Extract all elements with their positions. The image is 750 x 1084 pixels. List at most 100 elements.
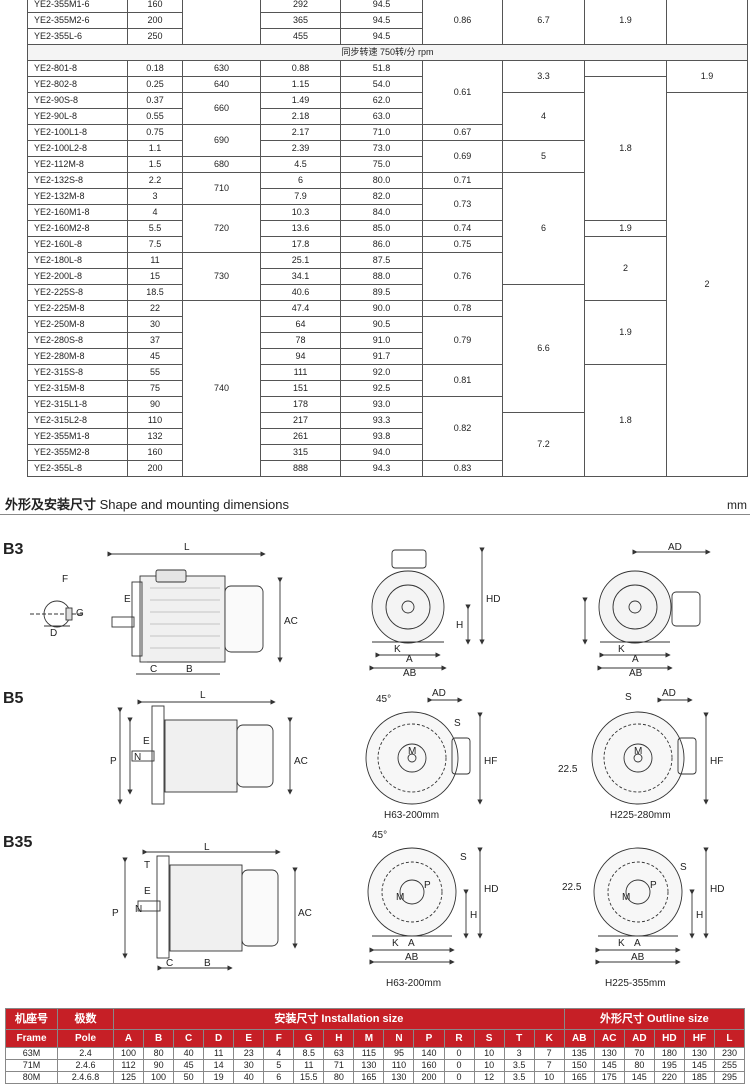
table-cell: 40 bbox=[233, 1071, 265, 1084]
flange-view-b5-left bbox=[365, 697, 483, 805]
dim-label: L bbox=[200, 690, 206, 701]
section-row: 同步转速 750转/分 rpm bbox=[27, 44, 748, 61]
table-cell: 0 bbox=[443, 1059, 475, 1072]
table-cell: 15 bbox=[127, 268, 183, 285]
table-cell: YE2-801-8 bbox=[27, 60, 128, 77]
dim-label: AC bbox=[298, 908, 312, 919]
table-cell: 195 bbox=[653, 1059, 685, 1072]
table-cell: 5 bbox=[502, 140, 585, 173]
table-cell: 55 bbox=[127, 364, 183, 381]
table-cell: 91.7 bbox=[340, 348, 423, 365]
table-cell: YE2-160L-8 bbox=[27, 236, 128, 253]
table-cell: YE2-90S-8 bbox=[27, 92, 128, 109]
table-cell: 185 bbox=[683, 1071, 715, 1084]
table-cell: 47.4 bbox=[260, 300, 341, 317]
table-cell: 62.0 bbox=[340, 92, 423, 109]
table-cell: 71 bbox=[323, 1059, 355, 1072]
dim-label: HD bbox=[484, 884, 498, 895]
table-cell: 93.3 bbox=[340, 412, 423, 429]
table-cell: A bbox=[112, 1029, 145, 1048]
dim-label: AD bbox=[662, 688, 676, 699]
dim-label: AB bbox=[403, 668, 417, 679]
table-cell: 18.5 bbox=[127, 284, 183, 301]
table-cell: 95 bbox=[383, 1047, 415, 1060]
table-cell: 84.0 bbox=[340, 204, 423, 221]
table-cell: 3.5 bbox=[503, 1071, 535, 1084]
table-cell: 6 bbox=[502, 172, 585, 285]
table-cell: 0.69 bbox=[422, 140, 503, 173]
mount-label-b3: B3 bbox=[3, 541, 24, 558]
dim-label: L bbox=[204, 842, 210, 853]
dim-label: D bbox=[50, 628, 57, 639]
table-cell: YE2-200L-8 bbox=[27, 268, 128, 285]
table-cell: 1.8 bbox=[584, 364, 667, 477]
table-cell: G bbox=[293, 1029, 325, 1048]
table-cell: 63 bbox=[323, 1047, 355, 1060]
table-cell: 7 bbox=[533, 1059, 565, 1072]
table-cell: 17.8 bbox=[260, 236, 341, 253]
dim-label: A bbox=[408, 938, 415, 949]
table-cell: 0.61 bbox=[422, 60, 503, 125]
table-cell: 292 bbox=[260, 0, 341, 13]
section-heading: 外形及安装尺寸 Shape and mounting dimensions bbox=[5, 497, 289, 512]
table-cell: 2 bbox=[666, 92, 748, 477]
table-cell: AC bbox=[593, 1029, 625, 1048]
table-cell: 100 bbox=[112, 1047, 145, 1060]
table-cell: 2.18 bbox=[260, 108, 341, 125]
table-cell: 200 bbox=[413, 1071, 445, 1084]
table-cell: 80 bbox=[323, 1071, 355, 1084]
table-cell: 7.9 bbox=[260, 188, 341, 205]
table-cell: 720 bbox=[182, 204, 261, 253]
mount-label-b35: B35 bbox=[3, 834, 33, 851]
table-cell: 3.5 bbox=[503, 1059, 535, 1072]
table-cell: 217 bbox=[260, 412, 341, 429]
table-cell: N bbox=[383, 1029, 415, 1048]
dim-label: L bbox=[184, 542, 190, 553]
table-cell: 10 bbox=[473, 1059, 505, 1072]
table-cell: 1.1 bbox=[127, 140, 183, 157]
table-cell: 151 bbox=[260, 380, 341, 397]
table-cell: 315 bbox=[260, 444, 341, 461]
table-cell: 710 bbox=[182, 172, 261, 205]
table-cell: YE2-180L-8 bbox=[27, 252, 128, 269]
table-cell: 同步转速 750转/分 rpm bbox=[27, 44, 748, 61]
table-cell: 160 bbox=[413, 1059, 445, 1072]
table-cell: 90 bbox=[127, 396, 183, 413]
table-cell: 93.0 bbox=[340, 396, 423, 413]
motor-side-view-b5 bbox=[117, 699, 293, 805]
table-cell: 40.6 bbox=[260, 284, 341, 301]
table-cell: 112 bbox=[112, 1059, 145, 1072]
dim-label: AB bbox=[405, 952, 419, 963]
dim-label: K bbox=[394, 644, 401, 655]
motor-front-view-b3-alt bbox=[582, 549, 711, 671]
table-cell: YE2-355M2-6 bbox=[27, 12, 128, 29]
table-cell: YE2-315L1-8 bbox=[27, 396, 128, 413]
table-cell: YE2-355M1-8 bbox=[27, 428, 128, 445]
table-cell: 11 bbox=[293, 1059, 325, 1072]
table-cell: YE2-250M-8 bbox=[27, 316, 128, 333]
table-cell: 54.0 bbox=[340, 76, 423, 93]
dim-label: 22.5 bbox=[558, 764, 578, 775]
table-cell: 630 bbox=[182, 60, 261, 77]
table-cell: 92.0 bbox=[340, 364, 423, 381]
table-cell: 130 bbox=[593, 1047, 625, 1060]
table-cell: YE2-160M2-8 bbox=[27, 220, 128, 237]
table-cell: 5.5 bbox=[127, 220, 183, 237]
unit-label: mm bbox=[727, 498, 747, 512]
dim-label: P bbox=[112, 908, 119, 919]
dim-label: B bbox=[186, 664, 193, 675]
table-cell: YE2-315M-8 bbox=[27, 380, 128, 397]
table-cell: 690 bbox=[182, 124, 261, 157]
table-cell: 19 bbox=[203, 1071, 235, 1084]
table-cell: 0 bbox=[443, 1071, 475, 1084]
motor-side-view-b35 bbox=[122, 849, 298, 971]
table-cell bbox=[584, 60, 667, 77]
